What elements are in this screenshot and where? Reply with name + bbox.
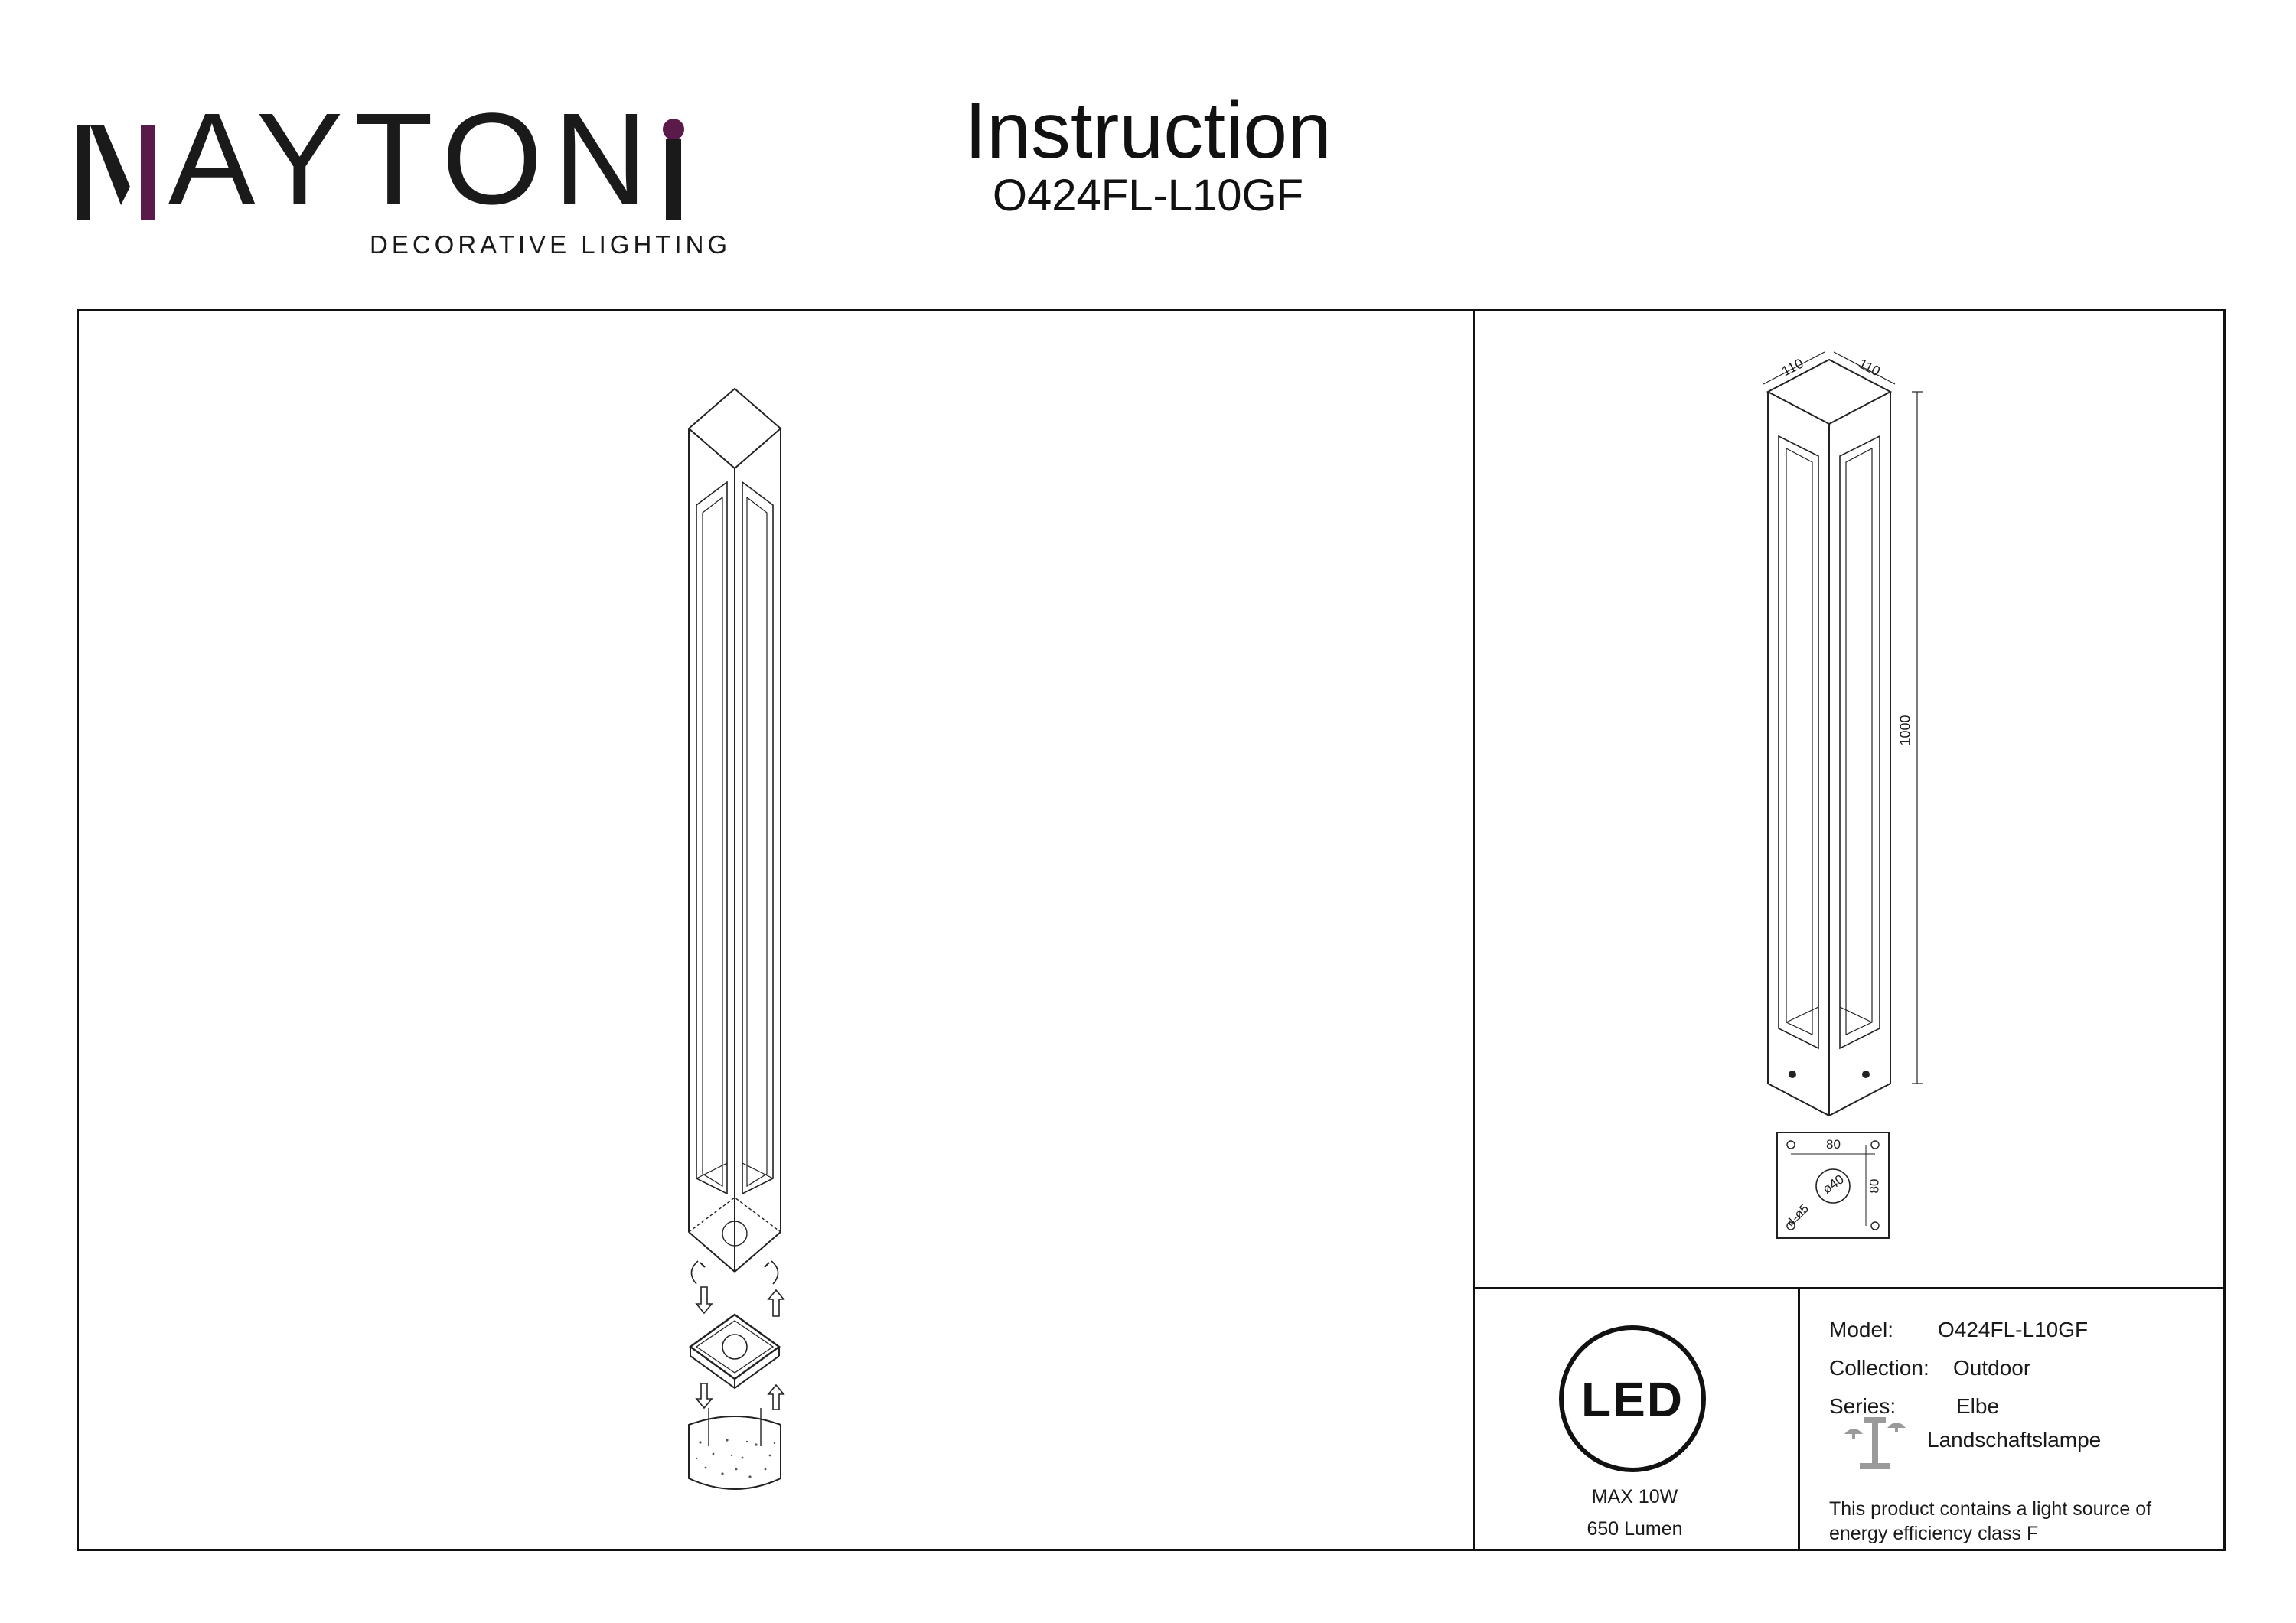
document-title: Instruction: [964, 86, 1332, 175]
document-model-code: O424FL-L10GF: [992, 171, 1304, 220]
energy-efficiency-note: This product contains a light source of …: [1829, 1498, 2152, 1544]
max-power-label: MAX 10W: [1591, 1486, 1678, 1507]
collection-value: Outdoor: [1953, 1356, 2031, 1380]
led-badge-text: LED: [1581, 1372, 1684, 1427]
brand-logo: AYTON DECORATIVE LIGHTING: [77, 90, 727, 266]
led-badge: LED: [1557, 1324, 1707, 1474]
frame-divider-specs: [1798, 1287, 1800, 1551]
dimension-drawing: [1763, 351, 1923, 1116]
model-value: O424FL-L10GF: [1938, 1318, 2089, 1341]
series-label: Series:: [1829, 1394, 1896, 1418]
lamp-type-label: Landschaftslampe: [1927, 1428, 2102, 1452]
frame-divider-vertical: [1473, 309, 1475, 1551]
series-value: Elbe: [1956, 1394, 2000, 1418]
brand-tagline: DECORATIVE LIGHTING: [370, 230, 732, 259]
brand-wordmark: AYTON: [77, 90, 684, 224]
brand-i-glyph: [662, 119, 684, 220]
base-dimension-depth: 80: [1867, 1178, 1882, 1194]
base-plate-drawing: [1776, 1132, 1890, 1239]
led-badge-circle: [1559, 1325, 1706, 1472]
base-dimension-width: 80: [1826, 1137, 1841, 1152]
drawing-frame: [77, 309, 2226, 1551]
dimension-height: 1000: [1897, 715, 1913, 746]
brand-wordmark-text: AYTON: [168, 86, 658, 232]
landscape-lamp-icon: [1844, 1417, 1906, 1469]
model-label: Model:: [1829, 1318, 1894, 1341]
frame-divider-horizontal: [1473, 1287, 2226, 1289]
collection-label: Collection:: [1829, 1356, 1929, 1380]
brand-m-glyph: [77, 125, 155, 220]
lumen-label: 650 Lumen: [1587, 1518, 1683, 1540]
installation-drawing: [687, 387, 785, 1490]
